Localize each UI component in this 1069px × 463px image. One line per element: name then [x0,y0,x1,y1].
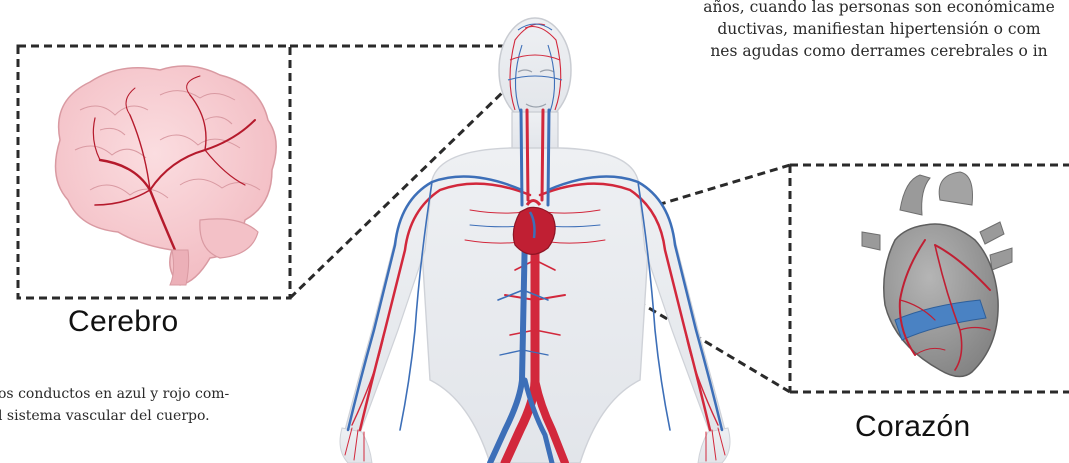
brain-illustration [56,66,277,285]
heart-label: Corazón [855,410,971,444]
top-paragraph-line-3: nes agudas como derrames cerebrales o in [569,40,1069,62]
caption-line-1: os conductos en azul y rojo com- [0,383,229,405]
top-paragraph-line-1: años, cuando las personas son económicam… [569,0,1069,18]
caption-line-2: l sistema vascular del cuerpo. [0,405,229,427]
heart-illustration [862,172,1012,377]
figure-caption: os conductos en azul y rojo com- l siste… [0,383,229,427]
top-paragraph: años, cuando las personas son económicam… [569,0,1069,62]
top-paragraph-line-2: ductivas, manifiestan hipertensión o com [569,18,1069,40]
brain-label: Cerebro [68,305,178,339]
